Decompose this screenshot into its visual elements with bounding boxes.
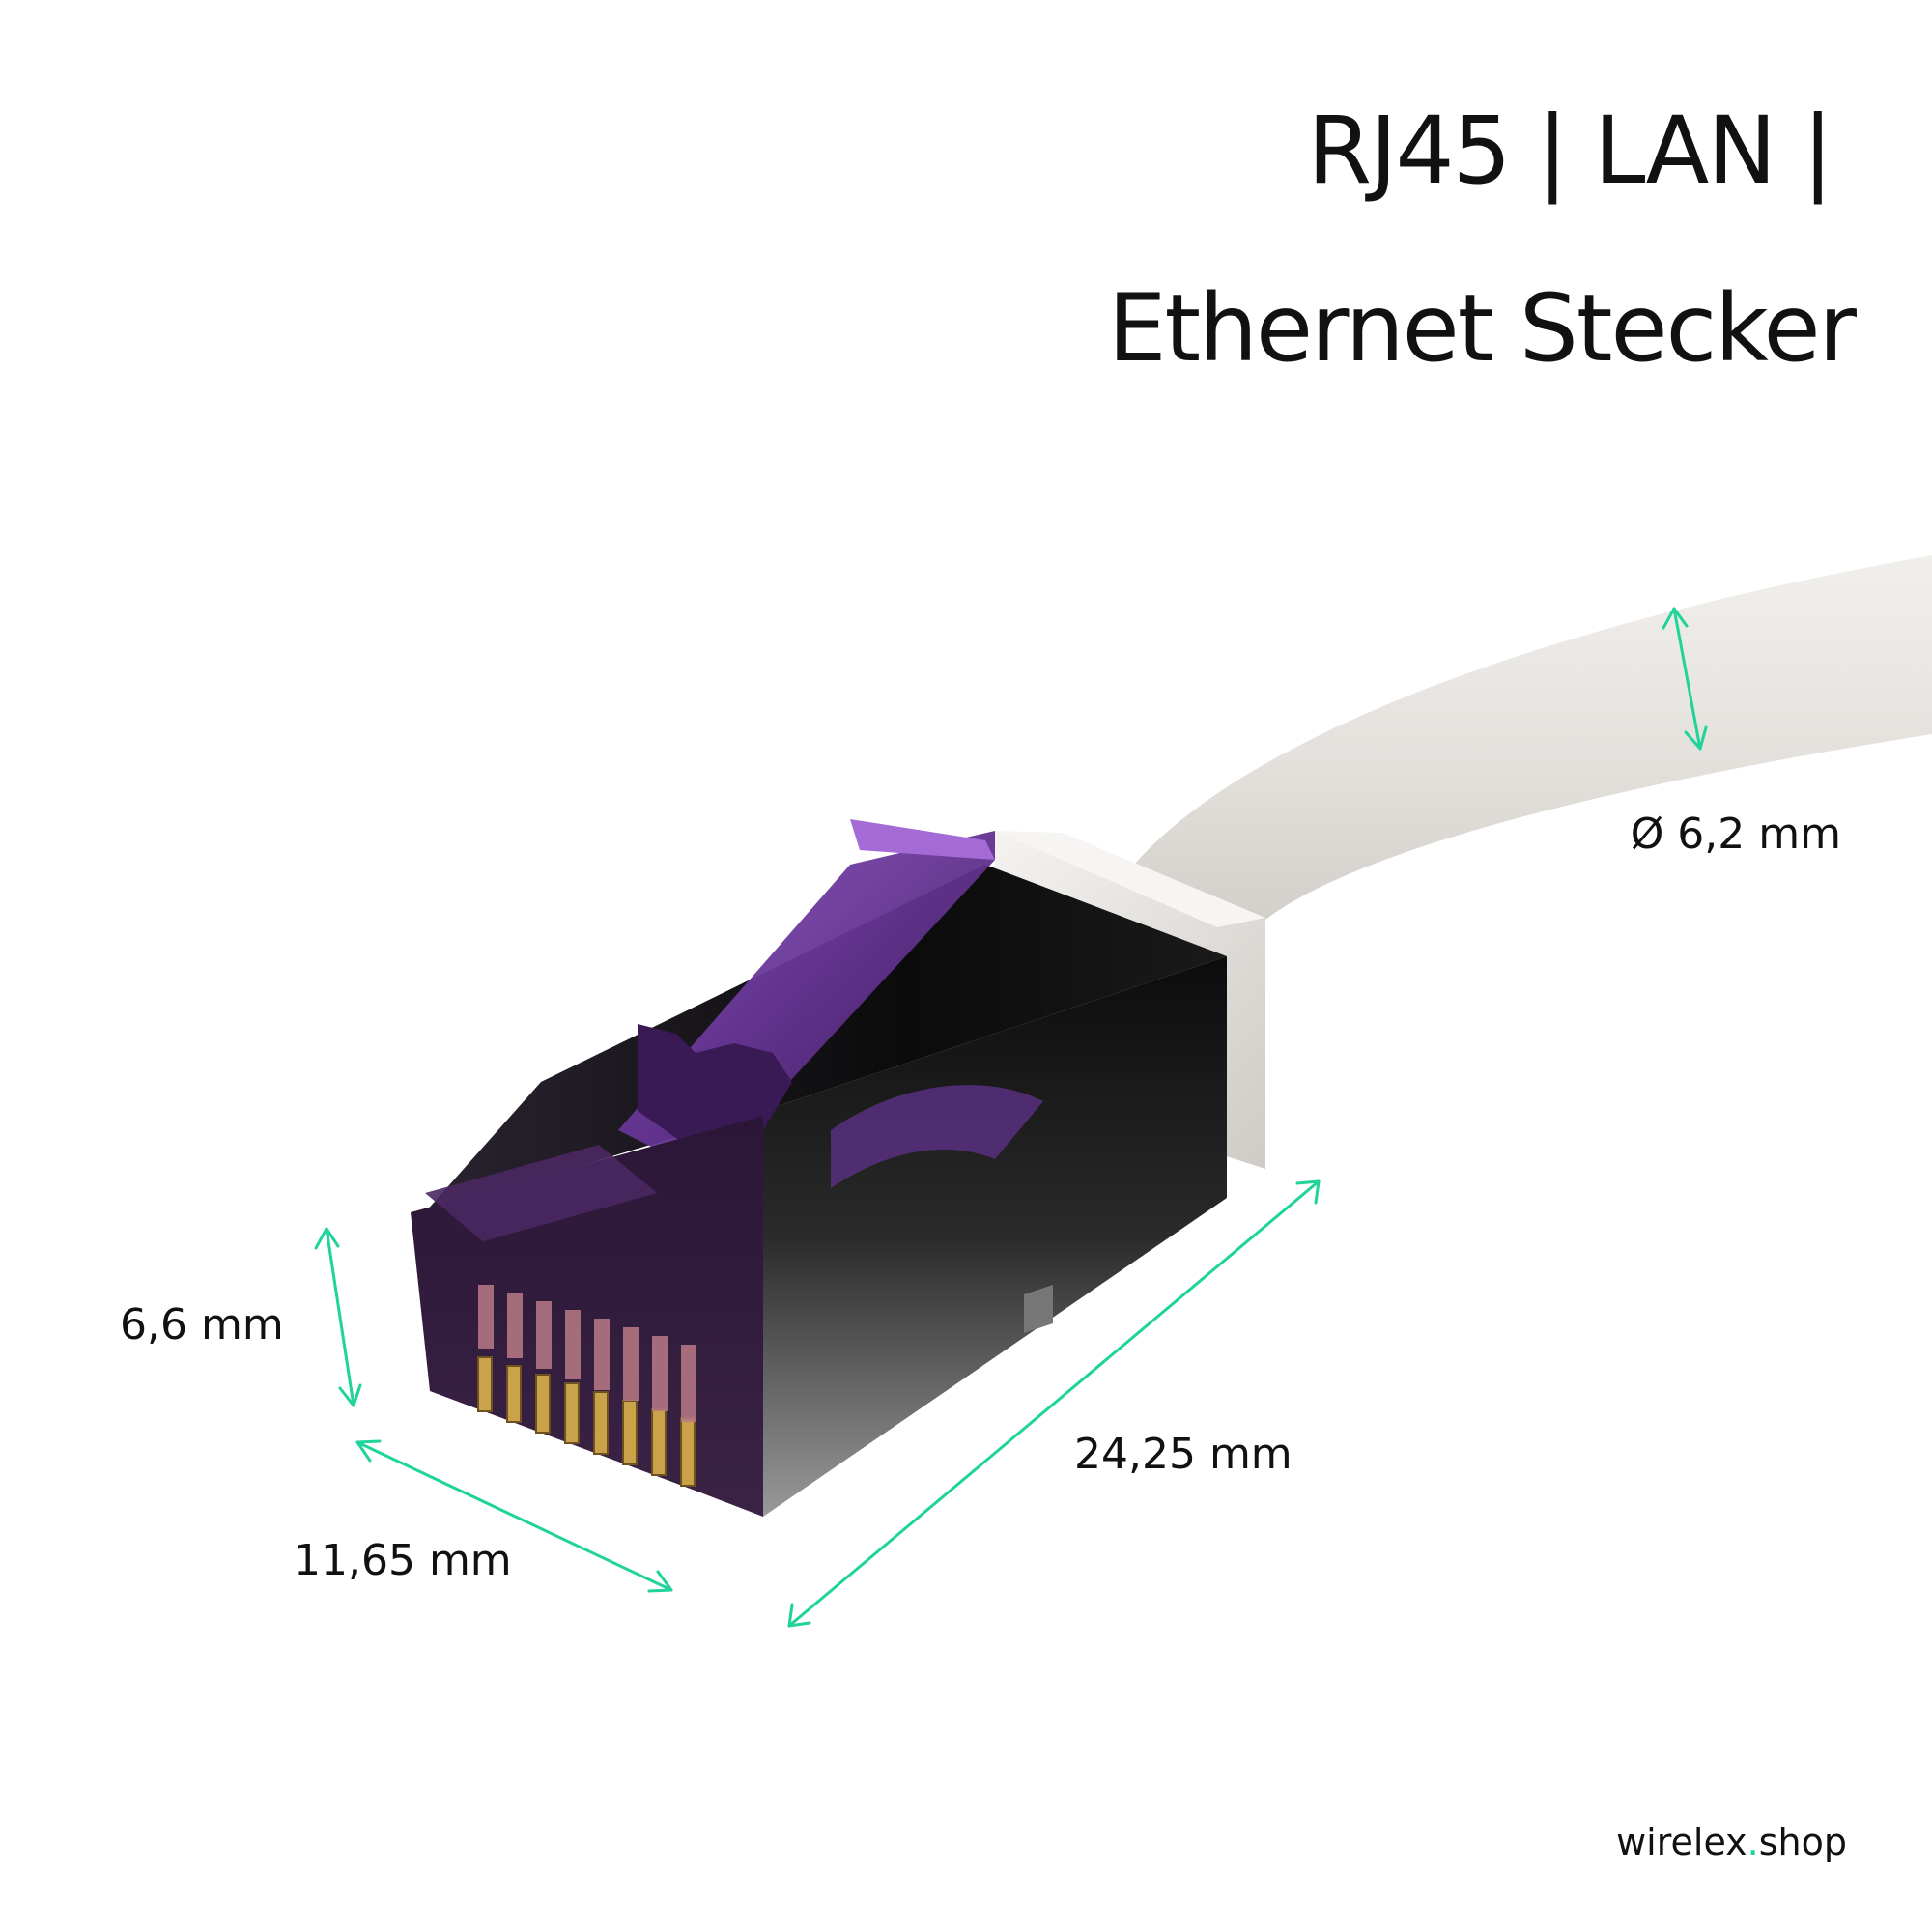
page-title-line-2: Ethernet Stecker [1107, 274, 1857, 383]
length-arrow [787, 1179, 1321, 1628]
dimension-arrows [314, 607, 1708, 1628]
contact-pins [477, 1356, 696, 1487]
brand-logo: wirelex.shop [1616, 1824, 1847, 1861]
wire-slots [478, 1285, 696, 1422]
brand-tld: shop [1758, 1821, 1847, 1863]
height-arrow [314, 1227, 362, 1407]
width-arrow [355, 1439, 673, 1593]
height-label: 6,6 mm [120, 1300, 284, 1350]
brand-dot: . [1747, 1821, 1759, 1863]
cable-diameter-arrow [1662, 607, 1708, 751]
connector-front [411, 1116, 763, 1517]
brand-name: wirelex [1616, 1821, 1747, 1863]
page-title-line-1: RJ45 | LAN | [1307, 97, 1833, 205]
width-label: 11,65 mm [294, 1536, 512, 1585]
length-label: 24,25 mm [1074, 1430, 1293, 1479]
cable-diameter-label: Ø 6,2 mm [1630, 810, 1841, 859]
cable [1130, 555, 1932, 927]
